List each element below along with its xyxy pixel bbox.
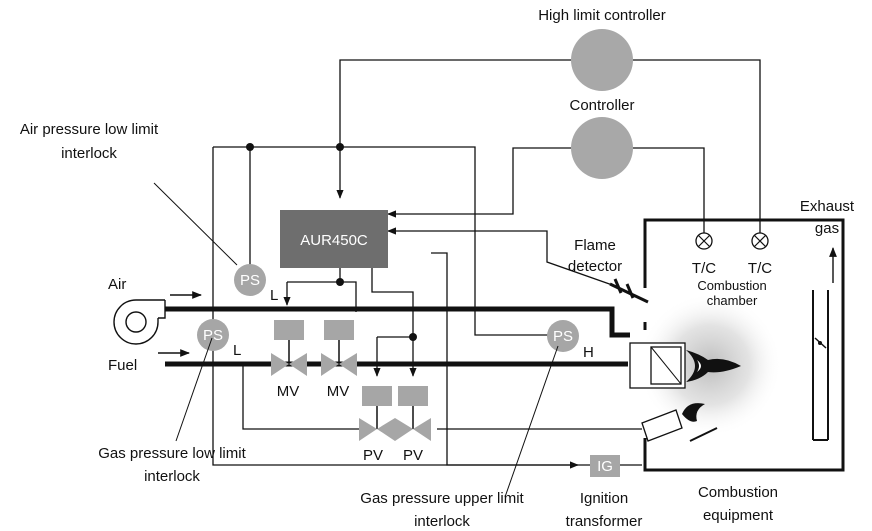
gas-pressure-low-label-2: interlock [144, 468, 200, 485]
junction-dots [246, 143, 417, 341]
air-label: Air [108, 276, 126, 293]
gas-pressure-upper-label-1: Gas pressure upper limit [360, 490, 524, 507]
pv-label-1: PV [363, 447, 383, 464]
controller-label: Controller [569, 97, 634, 114]
exhaust-label-2: gas [815, 220, 839, 237]
ignition-transformer: IG [590, 455, 620, 477]
unit-label: AUR450C [300, 232, 368, 249]
aur450c-unit: AUR450C [280, 210, 388, 268]
high-limit-controller [571, 29, 633, 91]
ps-text-air: PS [240, 272, 260, 289]
thermocouple-tc-2: T/C [748, 232, 772, 277]
high-limit-controller-label: High limit controller [538, 7, 666, 24]
air-pipe [165, 306, 630, 338]
burner [629, 342, 741, 389]
combustion-chamber-label-1: Combustion [697, 278, 766, 293]
pipes [165, 306, 630, 367]
flame-detector-label-2: detector [568, 258, 622, 275]
pilot-burner [641, 403, 718, 442]
ps-air-low: PS L [234, 264, 278, 304]
ps-low-label-air: L [270, 287, 278, 304]
gas-pressure-low-label-1: Gas pressure low limit [98, 445, 246, 462]
flame-detector-label-1: Flame [574, 237, 616, 254]
ps-high-label: H [583, 344, 594, 361]
ps-low-label-gas: L [233, 342, 241, 359]
air-pressure-label-2: interlock [61, 145, 117, 162]
ignition-label-2: transformer [566, 513, 643, 530]
mv-valve-2: MV [321, 320, 357, 400]
tc-label-2: T/C [748, 260, 772, 277]
combustion-chamber-label-2: chamber [707, 293, 758, 308]
callout-lines [153, 182, 559, 498]
fuel-label: Fuel [108, 357, 137, 374]
main-flame [686, 350, 741, 382]
ignition-label-1: Ignition [580, 490, 628, 507]
ig-text: IG [597, 458, 613, 475]
pilot-flame [682, 403, 705, 422]
thermocouple-tc-1: T/C [692, 232, 716, 277]
air-pressure-label-1: Air pressure low limit [20, 121, 159, 138]
ps-gas-low: PS L [197, 319, 241, 359]
tc-label-1: T/C [692, 260, 716, 277]
ps-text-gas-high: PS [553, 328, 573, 345]
pv-valve-1: PV [359, 386, 395, 464]
flame-detector [609, 278, 649, 304]
mv-label-2: MV [327, 383, 350, 400]
gas-pressure-upper-label-2: interlock [414, 513, 470, 530]
mv-valve-1: MV [271, 320, 307, 400]
blower-icon [113, 299, 166, 345]
ps-gas-high: PS H [547, 320, 594, 361]
combustion-equipment-label-2: equipment [703, 507, 774, 524]
controller [571, 117, 633, 179]
combustion-equipment-label-1: Combustion [698, 484, 778, 501]
pv-valve-2: PV [395, 386, 431, 464]
mv-label-1: MV [277, 383, 300, 400]
ps-text-gas-low: PS [203, 327, 223, 344]
exhaust-label-1: Exhaust [800, 198, 855, 215]
pv-label-2: PV [403, 447, 423, 464]
